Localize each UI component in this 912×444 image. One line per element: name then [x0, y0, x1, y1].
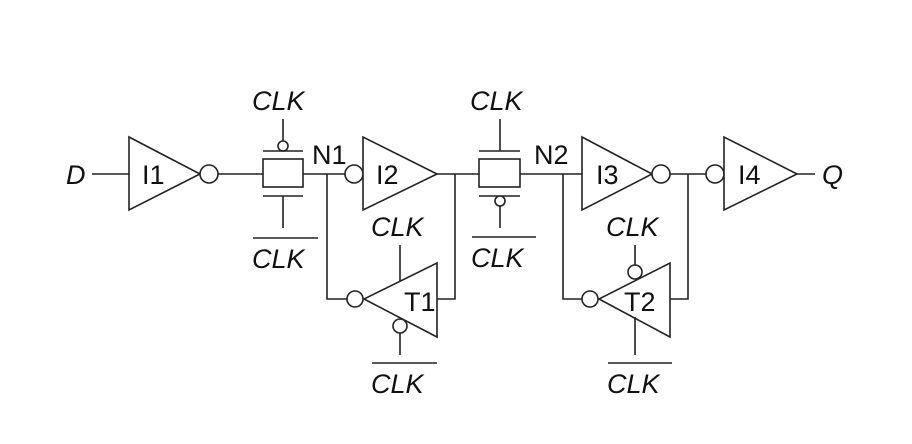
inversion-bubble: [651, 164, 671, 184]
wire-feedback: [670, 174, 689, 300]
clk-label: CLK: [371, 212, 425, 242]
inversion-bubble: [627, 264, 643, 280]
inverter-label: I1: [142, 160, 165, 190]
inversion-bubble: [494, 195, 506, 207]
inversion-bubble: [346, 290, 364, 308]
inverter-i4: I4: [705, 135, 799, 212]
clk-label: CLK: [252, 86, 306, 116]
inverter-label: I3: [596, 160, 619, 190]
node-label-n2: N2: [534, 140, 569, 170]
tristate-label: T2: [624, 287, 656, 317]
inversion-bubble: [199, 164, 219, 184]
inversion-bubble: [344, 164, 364, 184]
clk-label: CLK: [606, 212, 660, 242]
inversion-bubble: [392, 318, 408, 334]
output-label-q: Q: [822, 160, 843, 190]
transmission-gate-1: CLK CLK: [252, 86, 318, 274]
transmission-gate-2: CLK CLK: [470, 86, 536, 273]
inverter-i2: I2: [344, 135, 439, 212]
wire-n1-feedback: [326, 174, 347, 300]
inversion-bubble: [277, 140, 289, 152]
clk-bar-label: CLK: [252, 244, 306, 274]
clk-bar-label: CLK: [471, 243, 525, 273]
tristate-inverter-t2: T2 CLK CLK: [581, 212, 672, 399]
inversion-bubble: [581, 290, 599, 308]
clk-label: CLK: [470, 86, 524, 116]
inversion-bubble: [705, 164, 725, 184]
clk-bar-label: CLK: [371, 369, 425, 399]
clk-bar-label: CLK: [607, 369, 661, 399]
inverter-label: I2: [376, 160, 399, 190]
inverter-i1: I1: [128, 135, 219, 212]
wire-feedback: [437, 174, 456, 300]
input-label-d: D: [66, 160, 86, 190]
wire-n2-feedback: [562, 174, 582, 300]
tristate-inverter-t1: T1 CLK CLK: [346, 212, 438, 399]
inverter-i3: I3: [581, 135, 671, 212]
tristate-label: T1: [404, 287, 436, 317]
inverter-label: I4: [738, 160, 761, 190]
node-label-n1: N1: [312, 140, 347, 170]
